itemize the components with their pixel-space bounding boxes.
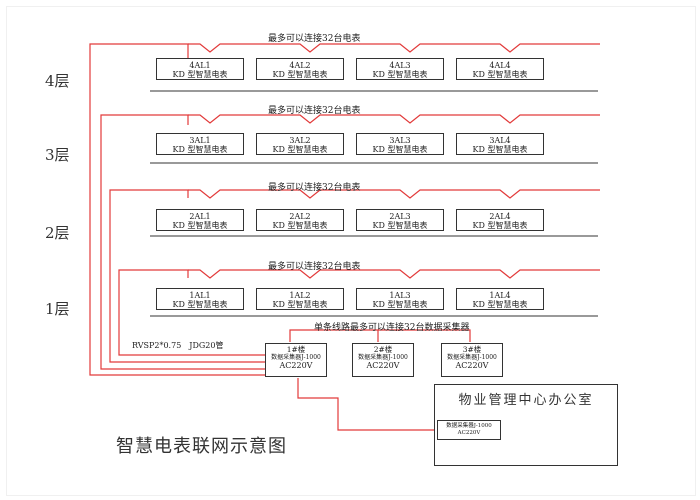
bus-label-4: 最多可以连接32台电表 (268, 34, 361, 44)
floor-1-feeder (118, 269, 268, 356)
floor-label-4: 4层 (45, 72, 70, 90)
floor-2-feeder (109, 189, 268, 363)
bus-label-3: 最多可以连接32台电表 (268, 106, 361, 116)
floor-3-feeder (100, 114, 268, 370)
office-link (297, 378, 500, 431)
bus-label-1: 最多可以连接32台电表 (268, 262, 361, 272)
diagram-title: 智慧电表联网示意图 (116, 436, 287, 457)
floor-3-bus (188, 114, 600, 124)
floor-label-1: 1层 (45, 300, 70, 318)
office-collector-power: AC220V (457, 430, 481, 436)
collector-building-2: 2#楼 数据采集器J-1000 AC220V (352, 343, 414, 377)
collector-bus (289, 329, 471, 342)
diagram-frame (6, 6, 696, 496)
floor-label-2: 2层 (45, 224, 70, 242)
office-title: 物业管理中心办公室 (458, 393, 594, 408)
bus-label-2: 最多可以连接32台电表 (268, 183, 361, 193)
office-collector: 数据采集器J-1000 AC220V (437, 420, 501, 440)
floor-label-3: 3层 (45, 146, 70, 164)
collector-building-1: 1#楼 数据采集器J-1000 AC220V (265, 343, 327, 377)
floor-4-bus (188, 43, 600, 53)
office-collector-model: 数据采集器J-1000 (446, 423, 492, 429)
cable-note: RVSP2*0.75 JDG20管 (132, 341, 224, 350)
floor-2-bus (188, 189, 600, 199)
collector-bus-label: 单条线路最多可以连接32台数据采集器 (314, 323, 470, 333)
collector-building-3: 3#楼 数据采集器J-1000 AC220V (441, 343, 503, 377)
floor-1-bus (188, 269, 600, 279)
floor-4-feeder (89, 43, 268, 376)
